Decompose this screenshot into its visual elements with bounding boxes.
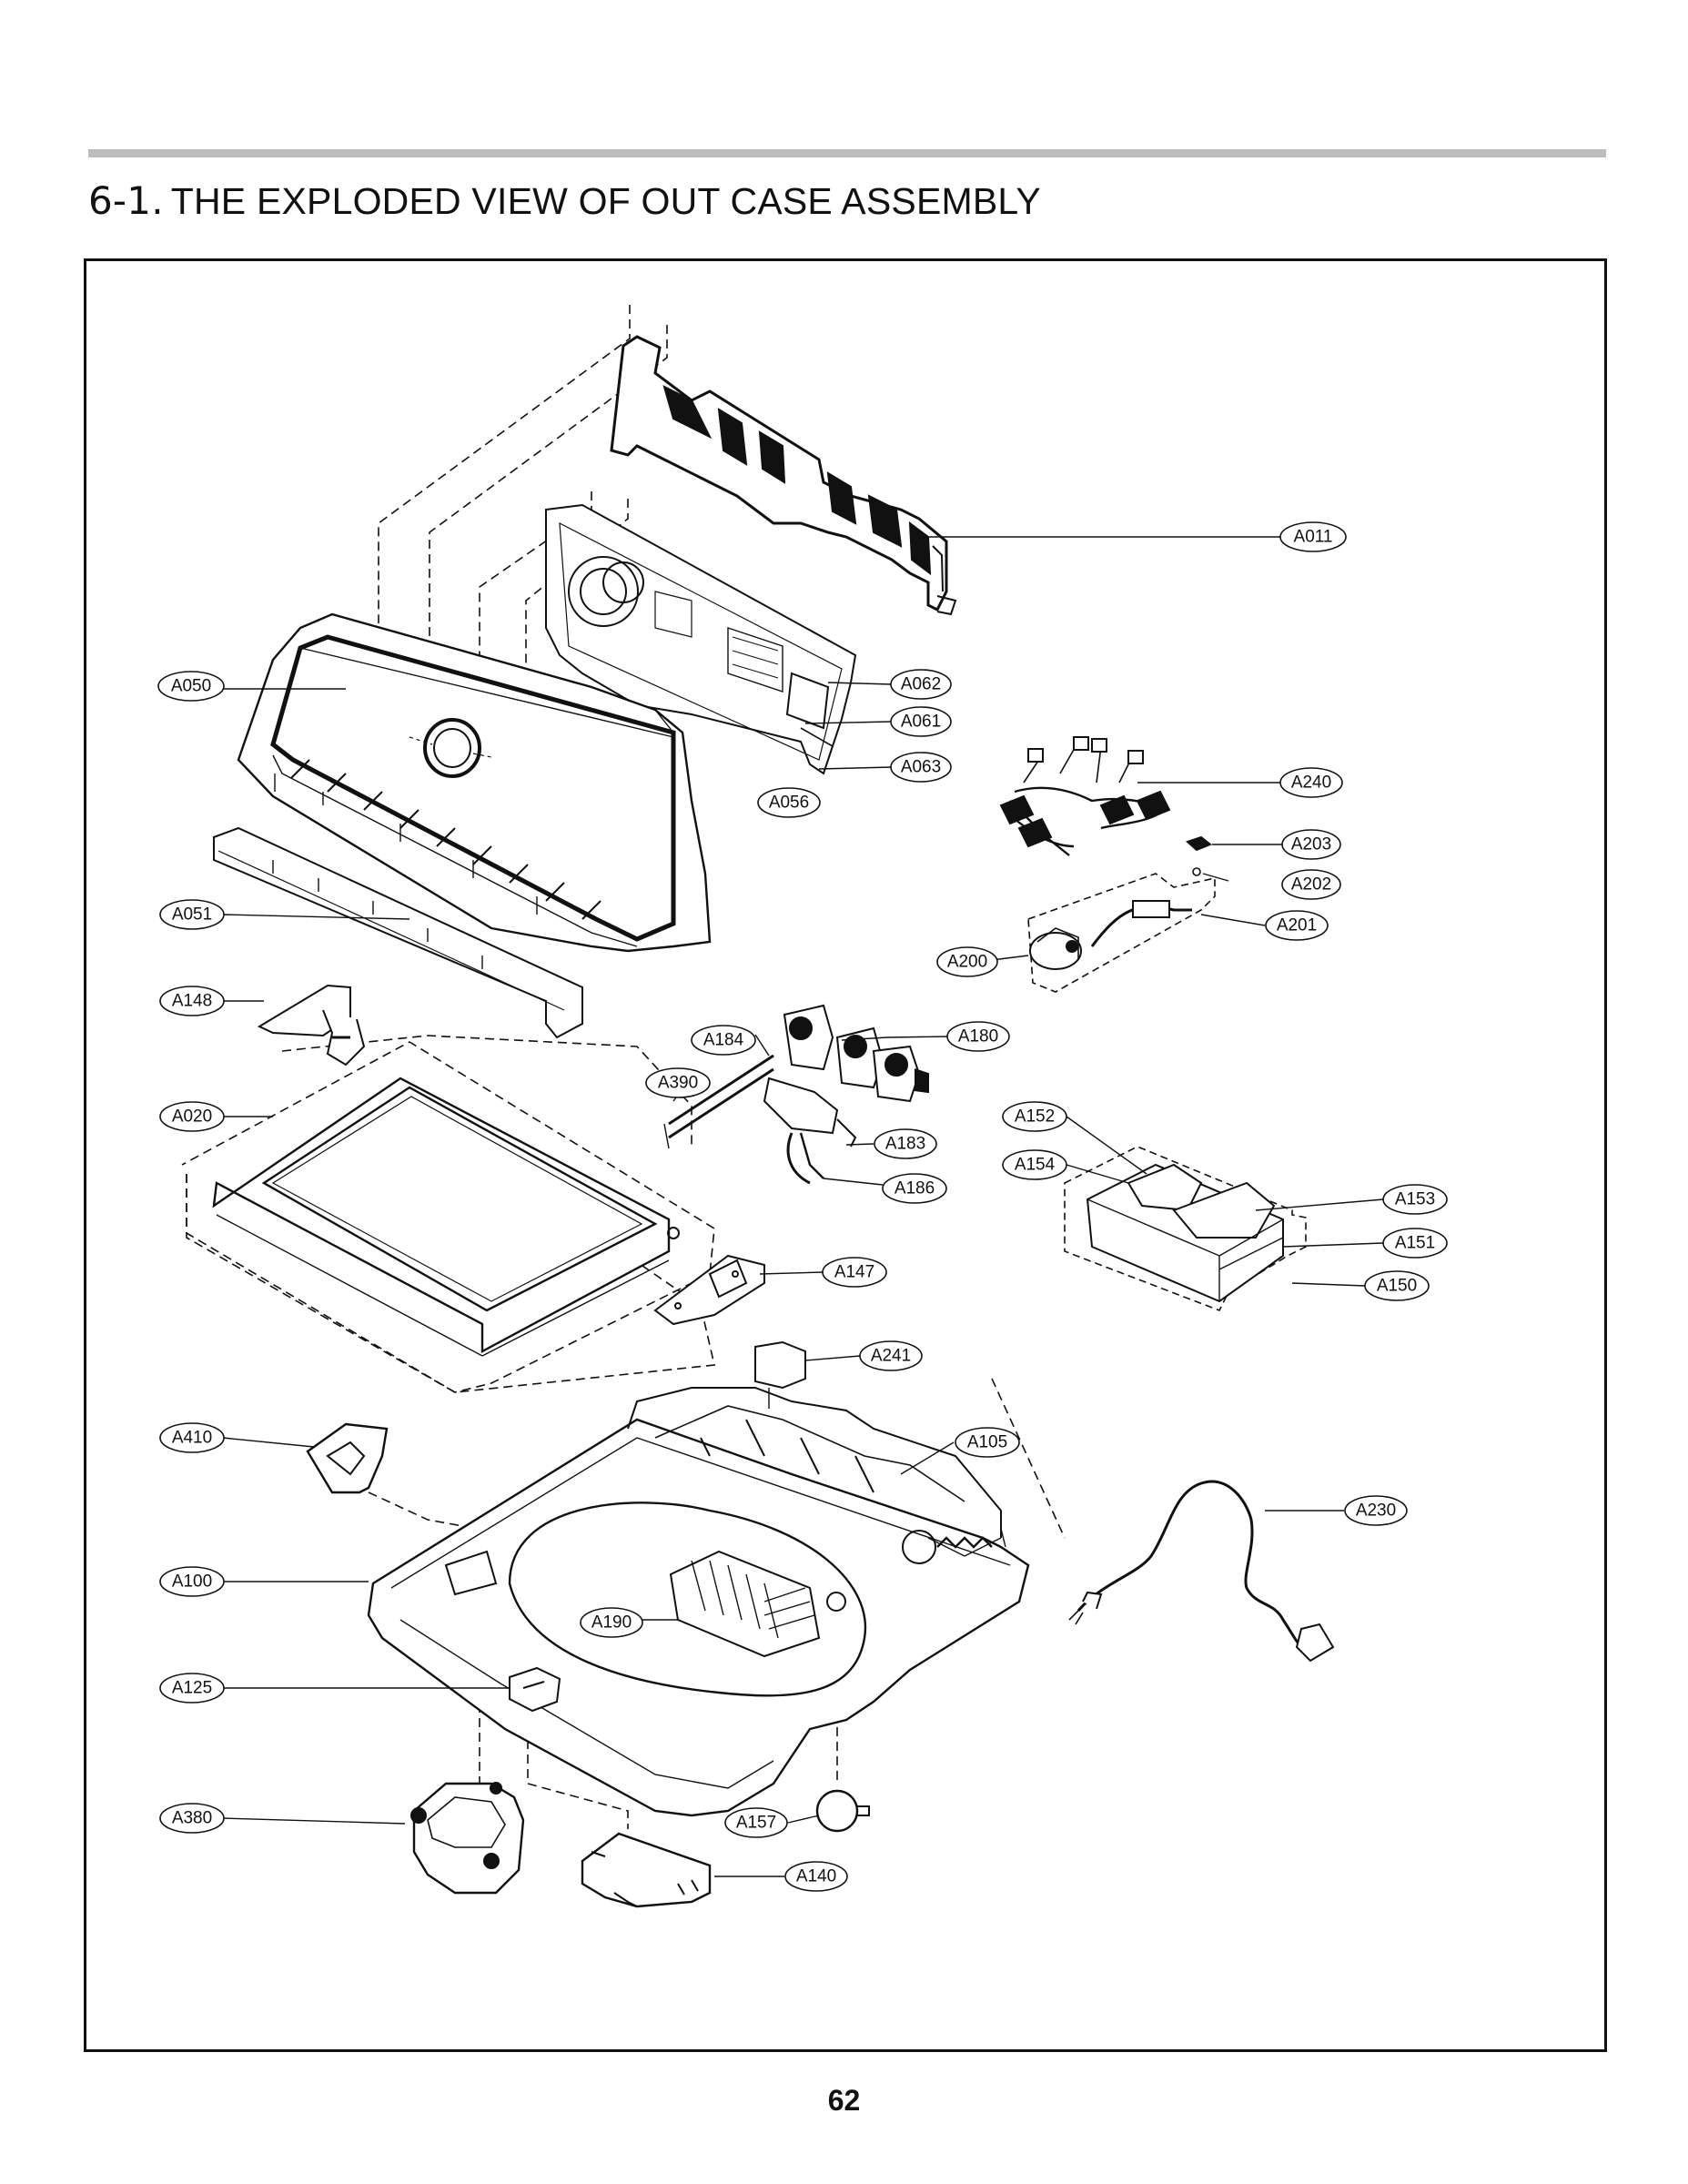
callout-a020: A020 [172, 1107, 212, 1127]
callout-a056: A056 [769, 794, 809, 813]
callout-a050: A050 [171, 677, 211, 696]
callout-a151: A151 [1395, 1234, 1435, 1253]
callout-a154: A154 [1015, 1156, 1056, 1175]
section-number: 6-1. [88, 178, 164, 223]
callout-a140: A140 [796, 1867, 836, 1886]
callout-a051: A051 [172, 905, 212, 925]
callout-a157: A157 [736, 1814, 776, 1833]
part-a410-hose-guide [306, 1422, 389, 1494]
part-a203-clip [1186, 835, 1212, 852]
callout-a241: A241 [871, 1347, 911, 1366]
part-a062-control-pcb-assembly [545, 503, 857, 775]
callout-a201: A201 [1277, 916, 1317, 935]
part-a150-dispenser-assembly [1064, 1146, 1307, 1312]
callout-a062: A062 [901, 675, 941, 694]
part-a241-connector [754, 1340, 806, 1409]
part-a201-hose [1027, 867, 1216, 993]
callout-a125: A125 [172, 1679, 212, 1698]
callout-a100: A100 [172, 1572, 212, 1592]
page-number: 62 [827, 2084, 861, 2117]
callout-a183: A183 [885, 1135, 925, 1154]
callout-a230: A230 [1356, 1502, 1396, 1521]
callout-a202: A202 [1291, 875, 1331, 895]
callout-a180: A180 [958, 1027, 998, 1046]
callout-a200: A200 [947, 953, 987, 972]
callout-a152: A152 [1015, 1107, 1055, 1127]
part-a148-bracket [257, 984, 366, 1067]
page-title: 6-1.THE EXPLODED VIEW OF OUT CASE ASSEMB… [88, 178, 1041, 223]
callout-a147: A147 [834, 1263, 874, 1282]
callout-ellipses [157, 521, 1448, 1892]
part-a180-inlet-valve-assembly [663, 1004, 929, 1185]
part-a147-bracket [653, 1254, 765, 1326]
header-rule [88, 149, 1606, 157]
callout-a240: A240 [1291, 774, 1331, 793]
part-a051-decor-strip [213, 826, 583, 1039]
part-a240-wire-harness [999, 736, 1171, 856]
part-a140-switch-assembly [581, 1832, 712, 1908]
part-a157-cap [815, 1789, 870, 1833]
part-a050-control-panel [237, 612, 712, 953]
callout-a380: A380 [172, 1809, 212, 1828]
callout-a410: A410 [172, 1429, 212, 1448]
callout-a011: A011 [1294, 528, 1333, 547]
callout-a063: A063 [901, 758, 941, 777]
part-a125-handle [509, 1666, 561, 1713]
section-title: THE EXPLODED VIEW OF OUT CASE ASSEMBLY [170, 180, 1041, 222]
part-a380-component [410, 1782, 525, 1895]
part-a230-power-cord [1068, 1480, 1335, 1663]
callout-a190: A190 [591, 1613, 632, 1633]
callout-a153: A153 [1395, 1190, 1435, 1209]
part-a020-top-plate [181, 1041, 715, 1393]
diagram-frame [84, 258, 1607, 2052]
callout-a105: A105 [967, 1433, 1007, 1452]
callout-a390: A390 [658, 1074, 698, 1093]
callout-a203: A203 [1291, 835, 1331, 854]
callout-a184: A184 [703, 1031, 744, 1050]
callout-a186: A186 [895, 1179, 935, 1198]
part-a200-pressure-switch [1029, 927, 1082, 970]
callout-a061: A061 [901, 713, 941, 732]
part-a011-rear-cover [610, 335, 957, 616]
callout-a148: A148 [172, 992, 212, 1011]
callout-a150: A150 [1377, 1277, 1417, 1296]
